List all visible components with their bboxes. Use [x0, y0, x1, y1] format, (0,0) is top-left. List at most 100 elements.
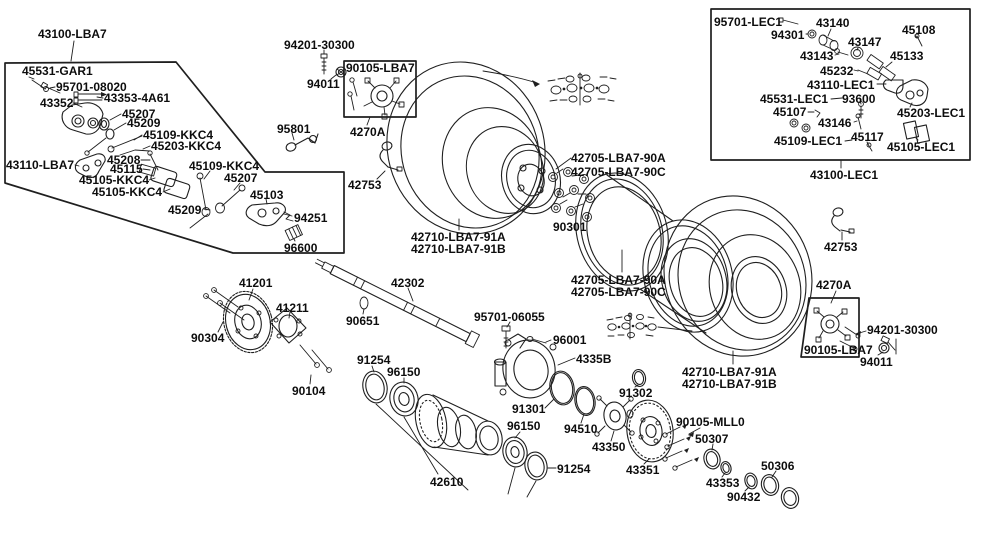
part-label-91302: 91302	[619, 386, 653, 400]
part-label-42610: 42610	[430, 475, 464, 489]
part-label-45209-a: 45209	[127, 116, 161, 130]
part-label-45115: 45115	[110, 162, 143, 176]
part-label-94510: 94510	[564, 422, 598, 436]
part-label-43110-lba7: 43110-LBA7	[6, 158, 75, 172]
part-label-45133: 45133	[890, 49, 924, 63]
tread-pattern-a	[547, 72, 617, 106]
part-label-45117: 45117	[851, 130, 884, 144]
part-label-43110-lec1: 43110-LEC1	[807, 78, 875, 92]
part-label-91254-b: 91254	[557, 462, 591, 476]
part-label-90301: 90301	[553, 220, 587, 234]
part-label-90105-lba7-a: 90105-LBA7	[346, 61, 415, 75]
part-label-42753-a: 42753	[348, 178, 382, 192]
part-label-45207-b: 45207	[224, 171, 258, 185]
part-label-90105-lba7-b: 90105-LBA7	[804, 343, 873, 357]
front-tire-drawing	[386, 61, 561, 235]
part-label-43353: 43353	[706, 476, 740, 490]
group-boxes	[4, 8, 971, 358]
part-label-42710-91a-b: 42710-LBA7-91A	[682, 365, 777, 379]
part-label-45109-lec1: 45109-LEC1	[774, 134, 843, 148]
part-label-45109-kkc4-b: 45109-KKC4	[189, 159, 260, 173]
rear-tire-drawing	[663, 195, 813, 357]
part-label-90432: 90432	[727, 490, 761, 504]
part-label-4270a-b: 4270A	[816, 278, 852, 292]
part-label-43100-lec1: 43100-LEC1	[810, 168, 879, 182]
part-label-43100-lba7: 43100-LBA7	[38, 27, 107, 41]
part-label-41211: 41211	[276, 301, 309, 315]
part-label-45109-kkc4-a: 45109-KKC4	[143, 128, 214, 142]
part-label-41201: 41201	[239, 276, 273, 290]
part-label-95701-lec1: 95701-LEC1	[714, 15, 783, 29]
part-label-94011-b: 94011	[860, 355, 893, 369]
part-label-45207-a: 45207	[122, 107, 156, 121]
part-label-45105-lec1: 45105-LEC1	[887, 140, 956, 154]
part-label-42753-b: 42753	[824, 240, 858, 254]
part-label-50307: 50307	[695, 432, 729, 446]
part-label-42705-90c-b: 42705-LBA7-90C	[571, 285, 666, 299]
part-label-42302: 42302	[391, 276, 425, 290]
part-label-45232: 45232	[820, 64, 854, 78]
tread-pattern-b	[606, 312, 657, 340]
part-label-45107: 45107	[773, 105, 807, 119]
part-label-45203-lec1: 45203-LEC1	[897, 106, 966, 120]
part-label-45208: 45208	[107, 153, 141, 167]
part-label-94201-30300-b: 94201-30300	[867, 323, 938, 337]
hub-disc-group	[594, 395, 800, 509]
top-fasteners	[285, 53, 403, 172]
part-label-43350: 43350	[592, 440, 626, 454]
part-label-45103: 45103	[250, 188, 284, 202]
part-label-42710-91b-a: 42710-LBA7-91B	[411, 242, 506, 256]
part-label-42710-91b-b: 42710-LBA7-91B	[682, 377, 777, 391]
part-label-50306: 50306	[761, 459, 795, 473]
part-label-43351: 43351	[626, 463, 660, 477]
part-label-90105-mll0: 90105-MLL0	[676, 415, 745, 429]
hub-box-right-parts	[813, 207, 897, 355]
part-label-43140: 43140	[816, 16, 850, 30]
rear-hub-assembly	[362, 370, 548, 481]
part-label-42705-90a-a: 42705-LBA7-90A	[571, 151, 666, 165]
part-label-45108: 45108	[902, 23, 936, 37]
part-label-94201-30300-a: 94201-30300	[284, 38, 355, 52]
part-label-93600: 93600	[842, 92, 876, 106]
part-label-45105-kkc4-a: 45105-KKC4	[79, 173, 150, 187]
part-label-94301: 94301	[771, 28, 805, 42]
part-label-96150-a: 96150	[387, 365, 421, 379]
part-label-43143: 43143	[800, 49, 834, 63]
part-label-90651: 90651	[346, 314, 380, 328]
part-label-90304: 90304	[191, 331, 225, 345]
part-label-42705-90c-a: 42705-LBA7-90C	[571, 165, 666, 179]
lug-nuts-drawing	[548, 167, 595, 222]
part-label-45531-lec1: 45531-LEC1	[760, 92, 829, 106]
part-label-42710-91a-a: 42710-LBA7-91A	[411, 230, 506, 244]
part-label-43352: 43352	[40, 96, 74, 110]
loose-rim-drawing	[575, 172, 734, 334]
part-label-4335b: 4335B	[576, 352, 612, 366]
part-label-45209-b: 45209	[168, 203, 202, 217]
right-box-parts	[778, 17, 931, 152]
part-label-90104: 90104	[292, 384, 326, 398]
leader-lines	[49, 28, 919, 498]
part-label-91301: 91301	[512, 402, 546, 416]
part-label-45105-kkc4-b: 45105-KKC4	[92, 185, 163, 199]
part-label-94251: 94251	[294, 211, 328, 225]
part-label-43147: 43147	[848, 35, 882, 49]
axle-sprocket-group	[203, 258, 480, 373]
part-label-45531-gar1: 45531-GAR1	[22, 64, 93, 78]
part-label-42705-90a-b: 42705-LBA7-90A	[571, 273, 666, 287]
part-label-95801: 95801	[277, 122, 311, 136]
part-label-94011-a: 94011	[307, 77, 340, 91]
part-label-95701-06055: 95701-06055	[474, 310, 545, 324]
part-label-4270a-a: 4270A	[350, 125, 386, 139]
backing-plate-group	[493, 325, 647, 416]
left-box-parts	[28, 76, 303, 241]
part-label-45203-kkc4: 45203-KKC4	[151, 139, 222, 153]
part-label-43146: 43146	[818, 116, 852, 130]
hub-box-top-parts	[347, 77, 405, 120]
part-label-96600: 96600	[284, 241, 318, 255]
part-label-43353-4a61: 43353-4A61	[104, 91, 171, 105]
part-label-96001: 96001	[553, 333, 587, 347]
part-label-91254-a: 91254	[357, 353, 391, 367]
part-label-95701-08020: 95701-08020	[56, 80, 127, 94]
